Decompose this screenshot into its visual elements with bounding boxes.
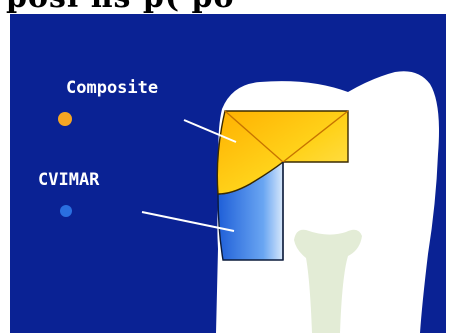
diagram-panel: Composite CVIMAR [10, 14, 446, 333]
cropped-header-text: posi ns p( po [6, 0, 234, 14]
cropped-header-strip: posi ns p( po [0, 0, 455, 14]
cvimar-label: CVIMAR [38, 170, 99, 190]
composite-legend-dot [58, 112, 72, 126]
composite-label: Composite [66, 78, 158, 98]
cvimar-legend-dot [60, 205, 72, 217]
